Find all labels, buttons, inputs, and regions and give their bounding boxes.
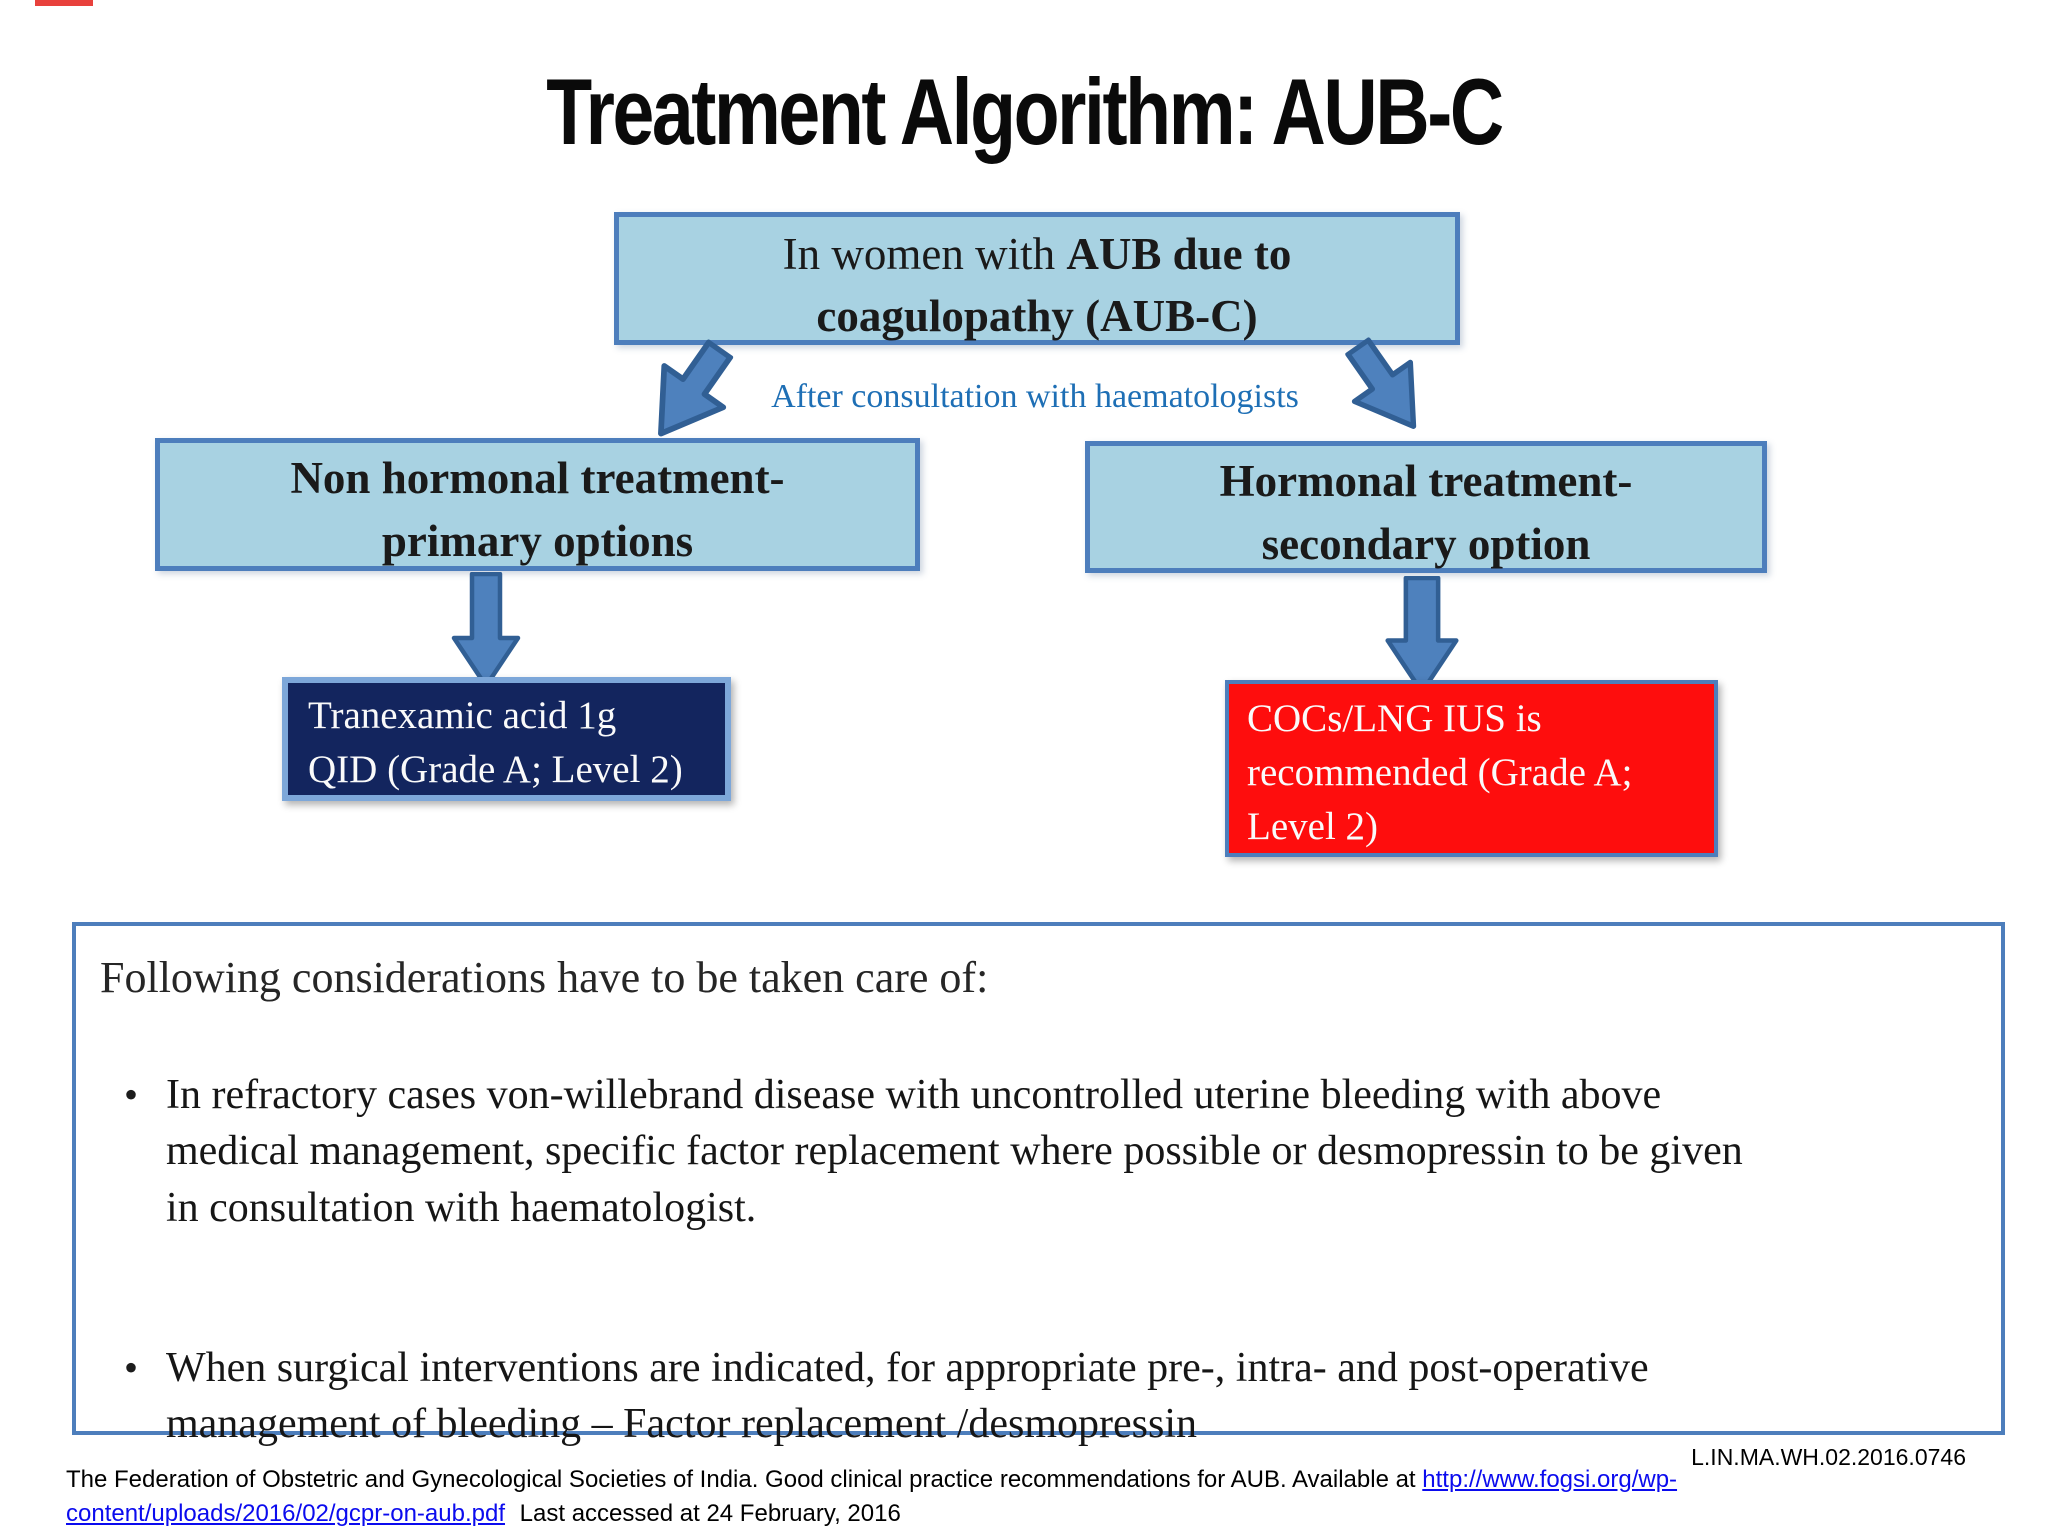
- arrow-down-icon: [450, 572, 522, 690]
- consideration-surgical-text: When surgical interventions are indicate…: [166, 1344, 1649, 1448]
- flow-root-bold-text: AUB due to: [1066, 229, 1292, 279]
- arrow-down-right-icon: [1315, 316, 1457, 458]
- citation-line1: The Federation of Obstetric and Gynecolo…: [66, 1466, 1677, 1494]
- bullet-icon: •: [124, 1344, 139, 1390]
- top-left-red-mark: [35, 0, 93, 6]
- fogsi-url-link[interactable]: http://www.fogsi.org/wp-: [1422, 1466, 1678, 1493]
- flow-root-normal-text: In women with: [782, 229, 1056, 279]
- considerations-heading: Following considerations have to be take…: [100, 953, 989, 1002]
- citation-line2: content/uploads/2016/02/gcpr-on-aub.pdf …: [66, 1500, 901, 1528]
- flow-branch-non-hormonal-box: Non hormonal treatment- primary options: [155, 438, 920, 571]
- arrow-caption: After consultation with haematologists: [771, 378, 1299, 415]
- document-code: L.IN.MA.WH.02.2016.0746: [1691, 1444, 1966, 1470]
- flow-outcome-tranexamic-box: Tranexamic acid 1g QID (Grade A; Level 2…: [282, 677, 731, 801]
- list-item: • When surgical interventions are indica…: [100, 1340, 1971, 1453]
- list-item: • In refractory cases von-willebrand dis…: [100, 1067, 1971, 1236]
- flow-root-line2: coagulopathy (AUB-C): [816, 291, 1258, 342]
- arrow-down-icon: [1377, 576, 1467, 695]
- consideration-refractory-text: In refractory cases von-willebrand disea…: [166, 1072, 1743, 1231]
- flow-branch-hormonal-box: Hormonal treatment- secondary option: [1085, 441, 1767, 573]
- citation-text: The Federation of Obstetric and Gynecolo…: [66, 1466, 1416, 1493]
- page-title: Treatment Algorithm: AUB-C: [546, 59, 1504, 164]
- considerations-panel: Following considerations have to be take…: [72, 922, 2005, 1447]
- arrow-down-left-icon: [615, 317, 765, 467]
- flow-outcome-cocs-lng-ius-box: COCs/LNG IUS is recommended (Grade A; Le…: [1225, 680, 1718, 857]
- bullet-icon: •: [124, 1072, 139, 1117]
- flow-root-line1: In women with AUB due to: [619, 223, 1455, 285]
- flow-root-box: In women with AUB due to coagulopathy (A…: [614, 212, 1460, 345]
- fogsi-url-link-continued[interactable]: content/uploads/2016/02/gcpr-on-aub.pdf: [66, 1500, 505, 1527]
- last-accessed-text: Last accessed at 24 February, 2016: [519, 1500, 901, 1527]
